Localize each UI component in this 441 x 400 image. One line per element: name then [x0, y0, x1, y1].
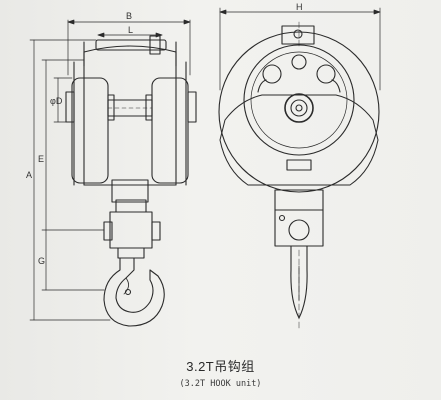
- figure-caption: 3.2T吊钩组: [186, 359, 255, 374]
- front-view: H: [218, 2, 381, 331]
- dim-label-g: G: [38, 256, 45, 266]
- side-view: B L: [26, 11, 197, 327]
- dim-label-b: B: [126, 11, 132, 21]
- dim-label-l: L: [128, 25, 133, 35]
- dimension-left-verticals: [29, 39, 111, 321]
- dimension-b: [67, 19, 191, 76]
- figure-caption-english: (3.2T HOOK unit): [179, 379, 262, 389]
- dim-label-e: E: [38, 154, 44, 164]
- dim-label-a: A: [26, 170, 32, 180]
- dim-label-h: H: [296, 2, 303, 12]
- dimension-h: [219, 7, 381, 91]
- dim-label-phi-d: φD: [50, 96, 63, 106]
